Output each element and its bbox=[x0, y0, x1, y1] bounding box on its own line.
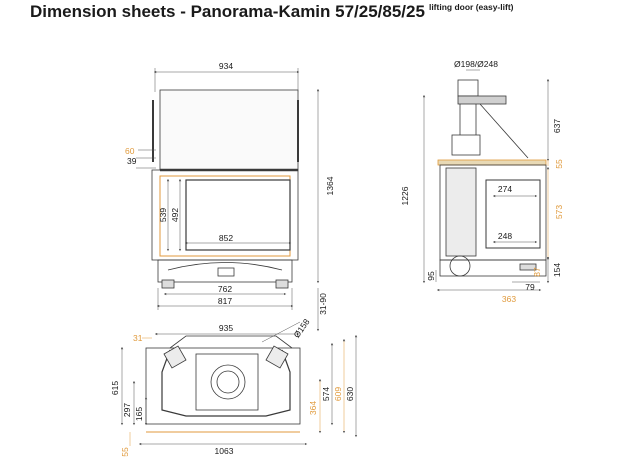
top-dim-609: 609 bbox=[333, 387, 343, 401]
side-wheel bbox=[449, 255, 471, 277]
front-dim-1364: 1364 bbox=[325, 176, 335, 195]
side-dim-573: 573 bbox=[554, 205, 564, 219]
front-view bbox=[151, 89, 299, 289]
top-dim-364: 364 bbox=[308, 401, 318, 415]
side-dim-154: 154 bbox=[552, 263, 562, 277]
front-lift-door-glass bbox=[159, 89, 299, 171]
side-dim-55: 55 bbox=[554, 159, 564, 169]
side-flue-plate bbox=[457, 95, 507, 105]
front-dim-39: 39 bbox=[127, 156, 137, 166]
top-dim-165: 165 bbox=[134, 407, 144, 421]
top-dim-615: 615 bbox=[110, 381, 120, 395]
side-view bbox=[437, 79, 547, 277]
front-dim-60: 60 bbox=[125, 146, 135, 156]
side-dim-95: 95 bbox=[426, 271, 436, 281]
side-back-panel bbox=[445, 167, 477, 257]
top-flue-outer bbox=[210, 364, 246, 400]
side-dim-363: 363 bbox=[502, 294, 516, 304]
front-dim-762: 762 bbox=[218, 284, 232, 294]
top-flue-plate bbox=[195, 353, 259, 411]
side-dim-flue-diameter: Ø198/Ø248 bbox=[454, 59, 498, 69]
top-right-corner-post bbox=[265, 345, 289, 369]
page-title: Dimension sheets - Panorama-Kamin 57/25/… bbox=[30, 2, 513, 22]
front-ash-tray bbox=[217, 267, 235, 277]
side-dim-248: 248 bbox=[498, 231, 512, 241]
front-dim-817: 817 bbox=[218, 296, 232, 306]
front-firebox-window bbox=[185, 179, 291, 251]
top-firebox bbox=[161, 349, 291, 417]
top-dim-297: 297 bbox=[122, 403, 132, 417]
top-dimensions bbox=[120, 321, 358, 446]
side-dim-274: 274 bbox=[498, 184, 512, 194]
side-flue-collar bbox=[457, 79, 479, 97]
side-counterweight bbox=[451, 134, 481, 156]
front-dim-492: 492 bbox=[170, 208, 180, 222]
title-subtitle: lifting door (easy-lift) bbox=[428, 2, 514, 12]
side-dim-79: 79 bbox=[525, 282, 535, 292]
front-dim-31-90: 31-90 bbox=[318, 293, 328, 315]
top-dim-1063: 1063 bbox=[215, 446, 234, 456]
top-front-glass bbox=[169, 335, 293, 349]
top-outer-frame bbox=[145, 347, 301, 425]
top-view bbox=[145, 335, 301, 433]
front-dim-852: 852 bbox=[219, 233, 233, 243]
side-dimensions bbox=[422, 69, 550, 292]
side-dim-637: 637 bbox=[552, 119, 562, 133]
top-dim-31: 31 bbox=[133, 333, 143, 343]
title-main: Dimension sheets - Panorama-Kamin 57/25/… bbox=[30, 2, 425, 21]
side-dim-87: 87 bbox=[532, 267, 542, 277]
front-dim-934: 934 bbox=[219, 61, 233, 71]
top-dim-574: 574 bbox=[321, 387, 331, 401]
front-base bbox=[157, 259, 293, 283]
top-dim-630: 630 bbox=[345, 387, 355, 401]
front-dimensions bbox=[136, 68, 320, 332]
top-flue-inner bbox=[216, 370, 240, 394]
top-dim-935: 935 bbox=[219, 323, 233, 333]
side-top-plate bbox=[437, 159, 547, 166]
top-dim-flue-158: Ø158 bbox=[291, 317, 311, 340]
side-firebox bbox=[485, 179, 541, 249]
top-dim-55: 55 bbox=[120, 447, 130, 457]
top-left-corner-post bbox=[163, 345, 187, 369]
side-dim-1226: 1226 bbox=[400, 186, 410, 205]
front-dim-539: 539 bbox=[158, 208, 168, 222]
